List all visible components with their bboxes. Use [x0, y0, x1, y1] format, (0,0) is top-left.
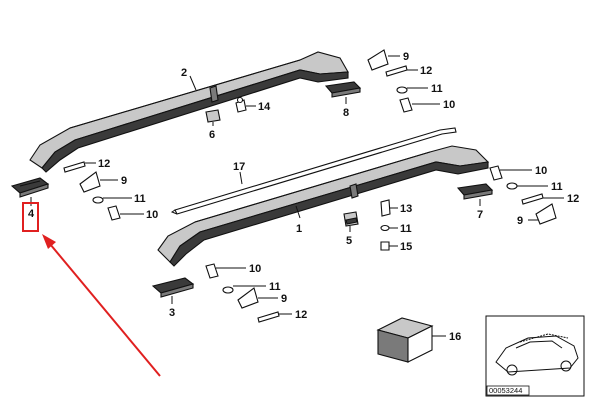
callout-11-right: 11 [551, 181, 563, 193]
callout-16: 16 [449, 331, 461, 343]
red-pointer-arrow [42, 234, 161, 377]
callout-9-top: 9 [403, 51, 409, 63]
callout-9-right: 9 [517, 215, 523, 227]
callout-10-top: 10 [443, 99, 455, 111]
part-11-washer-center [380, 224, 390, 232]
callout-11-bottom: 11 [269, 281, 281, 293]
part-8-base [324, 81, 362, 98]
callout-12-right: 12 [567, 193, 579, 205]
top-hardware-group [367, 49, 413, 113]
callout-8: 8 [343, 107, 349, 119]
bottom-hardware-group [205, 263, 280, 323]
part-5-clip [343, 211, 359, 227]
car-reference-thumbnail: 00053244 [485, 315, 585, 397]
callout-11-left: 11 [134, 193, 146, 205]
callout-15: 15 [400, 241, 412, 253]
callout-13: 13 [400, 203, 412, 215]
callout-10-bottom: 10 [249, 263, 261, 275]
callout-11-top: 11 [431, 83, 443, 95]
part-7-base [456, 183, 494, 200]
callout-4: 4 [28, 208, 35, 220]
callout-10-right: 10 [535, 165, 547, 177]
part-15-nut [380, 241, 390, 251]
callout-12-left: 12 [98, 158, 110, 170]
roof-rail-lower [157, 145, 490, 267]
reference-number: 00053244 [489, 386, 522, 395]
part-14-clip [235, 96, 247, 113]
callout-14: 14 [258, 101, 271, 113]
part-6-clip [205, 109, 221, 123]
callout-11-center: 11 [400, 223, 412, 235]
callout-17: 17 [233, 161, 245, 173]
part-3-base [151, 277, 195, 298]
roof-rail-upper [29, 51, 349, 173]
callout-1: 1 [296, 223, 302, 235]
callout-9-left: 9 [121, 175, 127, 187]
trim-strip [170, 127, 457, 215]
callout-9-bottom: 9 [281, 293, 287, 305]
callout-6: 6 [209, 129, 215, 141]
callout-12-bottom: 12 [295, 309, 307, 321]
part-13-clip [380, 199, 391, 217]
callout-3: 3 [169, 307, 175, 319]
callout-5: 5 [346, 235, 352, 247]
callout-2: 2 [181, 67, 187, 79]
callout-10-left: 10 [146, 209, 158, 221]
part-4-base [10, 177, 50, 198]
callout-12-top: 12 [420, 65, 432, 77]
left-hardware-group [63, 161, 121, 221]
part-16-box [376, 317, 434, 363]
callout-7: 7 [477, 209, 483, 221]
callout-4-highlight-box [22, 202, 39, 232]
right-hardware-group [489, 165, 557, 225]
